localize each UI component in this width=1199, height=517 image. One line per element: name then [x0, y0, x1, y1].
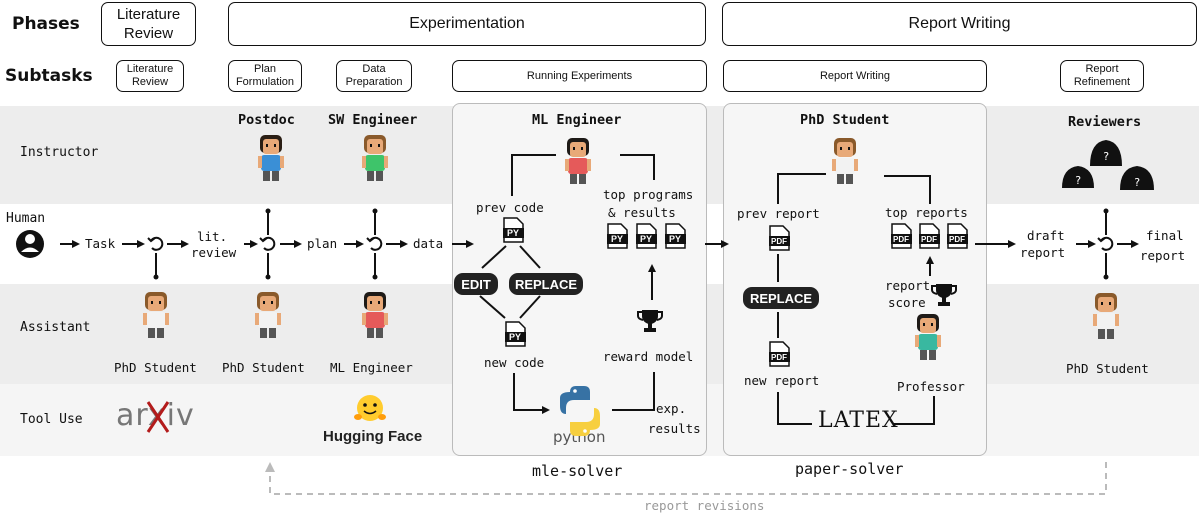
mle-replace-pill: REPLACE	[509, 273, 583, 295]
subtask-plan-formulation: Plan Formulation	[228, 60, 302, 92]
phases-header: Phases	[12, 14, 80, 34]
paper-new-report: new report	[744, 373, 820, 388]
mle-exp-2: results	[648, 421, 701, 436]
flow-draft-2: report	[1020, 245, 1066, 260]
subtask-running-experiments-label: Running Experiments	[526, 69, 633, 82]
flow-final-1: final	[1146, 228, 1184, 243]
svg-text:PDF: PDF	[921, 235, 937, 244]
paper-replace-pill: REPLACE	[743, 287, 819, 309]
phase-experimentation-label: Experimentation	[409, 15, 525, 32]
python-logo	[560, 386, 600, 436]
role-professor: Professor	[897, 379, 965, 394]
latex-logo: LATEX	[818, 408, 899, 433]
role-assistant-2: PhD Student	[222, 360, 305, 375]
svg-text:PDF: PDF	[771, 353, 787, 362]
flow-lit-1: lit.	[197, 229, 228, 244]
svg-text:?: ?	[1134, 176, 1141, 189]
subtask-data-preparation-label: Data Preparation	[345, 63, 403, 88]
role-phd-student-top: PhD Student	[800, 112, 890, 128]
svg-text:PDF: PDF	[949, 235, 965, 244]
row-label-assistant: Assistant	[20, 320, 91, 335]
svg-text:PDF: PDF	[771, 237, 787, 246]
paper-solver-label: paper-solver	[795, 460, 904, 478]
role-reviewers: Reviewers	[1068, 114, 1142, 130]
role-ml-engineer-top: ML Engineer	[532, 112, 622, 128]
svg-text:PDF: PDF	[893, 235, 909, 244]
subtask-report-refinement: Report Refinement	[1060, 60, 1144, 92]
role-assistant-3: ML Engineer	[330, 360, 413, 375]
svg-text:PY: PY	[507, 228, 519, 238]
mle-solver-label: mle-solver	[532, 462, 623, 480]
phase-experimentation: Experimentation	[228, 2, 706, 46]
role-assistant-4: PhD Student	[1066, 361, 1149, 376]
subtask-data-preparation: Data Preparation	[336, 60, 412, 92]
report-revisions-label: report revisions	[644, 498, 765, 513]
flow-draft-1: draft	[1027, 228, 1065, 243]
paper-score-1: report	[885, 278, 931, 293]
phase-report-writing-label: Report Writing	[908, 15, 1011, 32]
subtask-report-writing: Report Writing	[723, 60, 987, 92]
arxiv-logo: arxiv	[116, 398, 195, 433]
subtask-report-writing-label: Report Writing	[819, 69, 891, 82]
row-label-tool-use: Tool Use	[20, 412, 83, 427]
svg-text:?: ?	[1103, 150, 1110, 163]
mle-top-2: & results	[608, 205, 676, 220]
mle-prev-code: prev code	[476, 200, 544, 215]
mle-exp-1: exp.	[656, 401, 687, 416]
flow-final-2: report	[1140, 248, 1186, 263]
svg-text:PY: PY	[669, 234, 681, 244]
mle-new-code: new code	[484, 355, 545, 370]
reviewer-blobs: ? ? ?	[1062, 140, 1154, 190]
flow-data: data	[413, 236, 444, 251]
svg-text:PY: PY	[611, 234, 623, 244]
paper-prev-report: prev report	[737, 206, 820, 221]
hugging-face-logo	[354, 395, 386, 421]
svg-text:PY: PY	[509, 332, 521, 342]
subtasks-header: Subtasks	[5, 66, 93, 86]
mle-edit-pill: EDIT	[454, 273, 498, 295]
hugging-face-label: Hugging Face	[323, 428, 423, 445]
phase-literature-review-label: Literature Review	[116, 6, 181, 42]
subtask-literature-review-label: Literature Review	[126, 63, 174, 88]
flow-task: Task	[85, 236, 116, 251]
role-sw-engineer: SW Engineer	[328, 112, 418, 128]
python-wordmark: python	[553, 428, 606, 446]
role-postdoc: Postdoc	[238, 112, 295, 128]
paper-top-reports: top reports	[885, 205, 968, 220]
subtask-plan-formulation-label: Plan Formulation	[235, 63, 295, 88]
svg-text:?: ?	[1075, 174, 1082, 187]
mle-reward-model: reward model	[603, 349, 694, 364]
subtask-literature-review: Literature Review	[116, 60, 184, 92]
phase-report-writing: Report Writing	[722, 2, 1197, 46]
mle-top-1: top programs	[603, 187, 694, 202]
subtask-running-experiments: Running Experiments	[452, 60, 707, 92]
row-label-human: Human	[6, 211, 46, 226]
row-label-instructor: Instructor	[20, 145, 99, 160]
subtask-report-refinement-label: Report Refinement	[1073, 63, 1131, 88]
paper-score-2: score	[888, 295, 926, 310]
flow-lit-2: review	[191, 245, 237, 260]
flow-plan: plan	[307, 236, 338, 251]
phase-literature-review: Literature Review	[101, 2, 196, 46]
svg-text:PY: PY	[640, 234, 652, 244]
role-assistant-1: PhD Student	[114, 360, 197, 375]
